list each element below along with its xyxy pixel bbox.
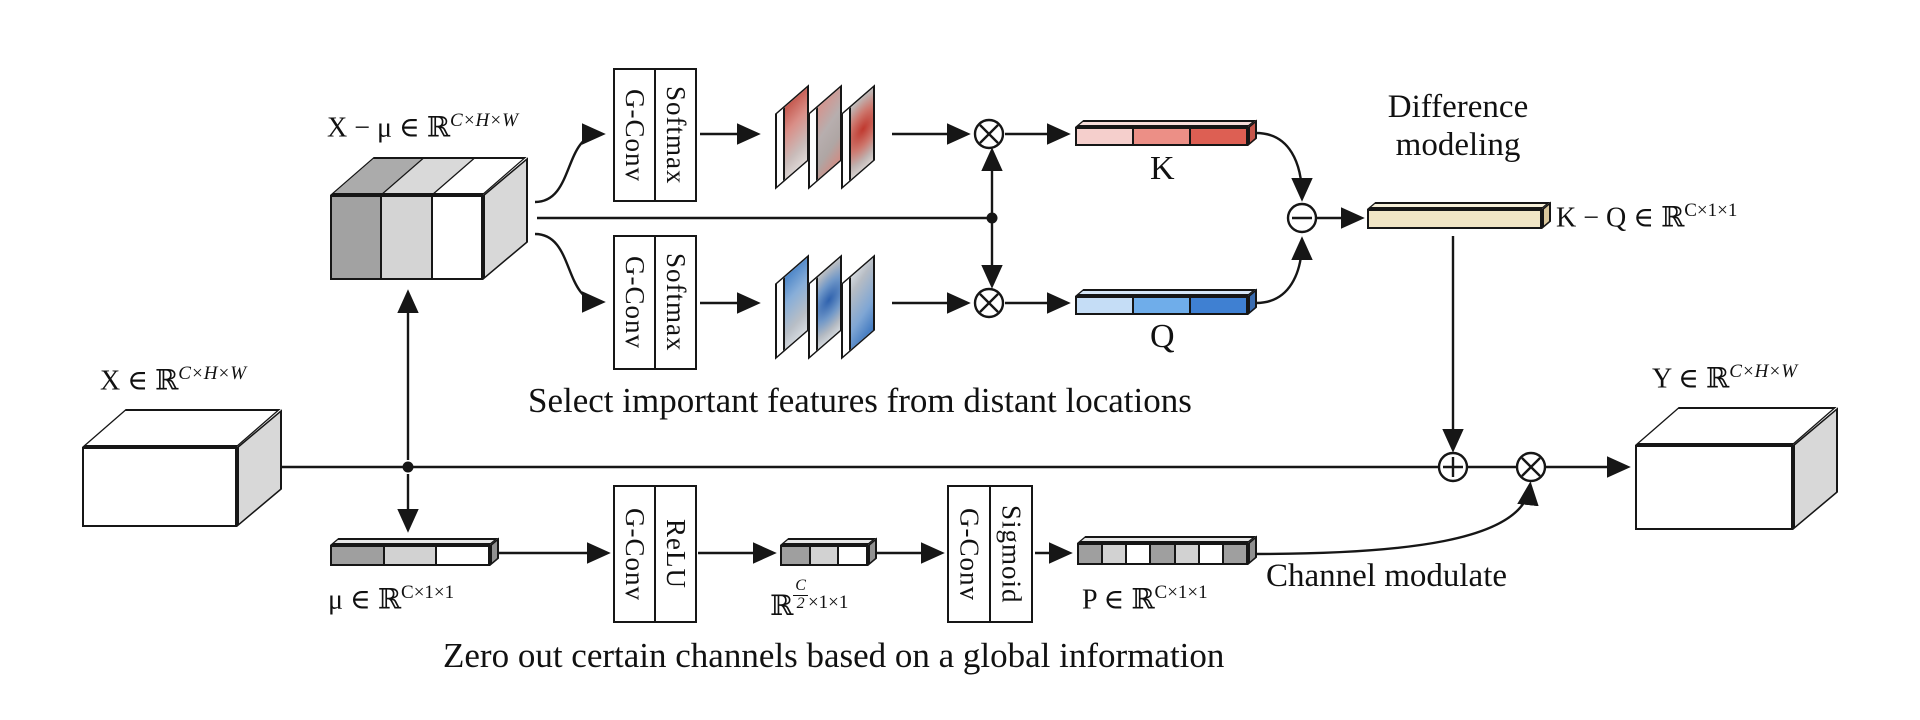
curve-to-bottom-gconv [534, 232, 606, 313]
x-input-label: X ∈ ℝC×H×W [100, 363, 247, 397]
x-minus-mu-label: X − μ ∈ ℝC×H×W [327, 110, 518, 144]
gconv-label: G-Conv [620, 88, 651, 182]
gconv-label: G-Conv [620, 507, 651, 601]
blue-map-1 [775, 254, 809, 360]
p-vector [1077, 535, 1257, 565]
blue-map-2 [808, 254, 842, 360]
x-minus-mu-cuboid-front [330, 195, 483, 280]
red-map-3 [841, 84, 875, 190]
relu-label: ReLU [660, 519, 691, 589]
multiply-operator-output [1515, 451, 1547, 483]
red-map-2 [808, 84, 842, 190]
subtract-operator [1286, 202, 1318, 234]
gconv-relu-block: G-Conv ReLU [613, 485, 697, 623]
curve-p-to-output-multiply [1251, 481, 1539, 556]
mu-vector [330, 537, 499, 566]
gconv-sigmoid-block: G-Conv Sigmoid [947, 485, 1033, 623]
red-map-1 [775, 84, 809, 190]
y-output-cuboid-front [1635, 445, 1793, 530]
q-vector [1075, 288, 1257, 315]
channel-modulate-caption: Channel modulate [1266, 558, 1508, 594]
q-letter-label: Q [1150, 318, 1175, 355]
junction-dot-main [402, 461, 414, 473]
k-minus-q-label: K − Q ∈ ℝC×1×1 [1556, 200, 1738, 234]
blue-map-3 [841, 254, 875, 360]
blue-attention-maps [775, 254, 885, 379]
x-input-cuboid-front [82, 447, 237, 527]
gconv-softmax-block-top: G-Conv Softmax [613, 68, 697, 202]
sigmoid-label: Sigmoid [996, 504, 1027, 604]
curve-q-to-subtract [1255, 236, 1313, 305]
mu-label: μ ∈ ℝC×1×1 [328, 582, 455, 616]
add-operator [1437, 451, 1469, 483]
curve-k-to-subtract [1255, 131, 1313, 202]
multiply-operator-top [973, 118, 1005, 150]
junction-dot-center [986, 212, 998, 224]
gconv-label: G-Conv [954, 507, 985, 601]
curve-to-top-gconv [534, 123, 606, 204]
red-attention-maps [775, 84, 885, 209]
select-features-caption: Select important features from distant l… [528, 381, 1192, 420]
k-letter-label: K [1150, 150, 1175, 187]
k-minus-q-vector [1367, 201, 1551, 229]
gconv-label: G-Conv [620, 256, 651, 349]
difference-modeling-title: Difference modeling [1387, 89, 1529, 163]
multiply-operator-bottom [973, 287, 1005, 319]
gconv-softmax-block-bottom: G-Conv Softmax [613, 235, 697, 370]
zero-out-caption: Zero out certain channels based on a glo… [443, 636, 1225, 675]
y-output-cuboid [1635, 407, 1838, 530]
p-label: P ∈ ℝC×1×1 [1082, 582, 1208, 616]
softmax-label: Softmax [660, 253, 691, 352]
x-minus-mu-cuboid [330, 157, 528, 280]
y-output-label: Y ∈ ℝC×H×W [1652, 361, 1798, 395]
k-vector [1075, 119, 1257, 146]
softmax-label: Softmax [660, 85, 691, 185]
half-channel-vector [780, 537, 877, 566]
x-input-cuboid [82, 409, 282, 527]
